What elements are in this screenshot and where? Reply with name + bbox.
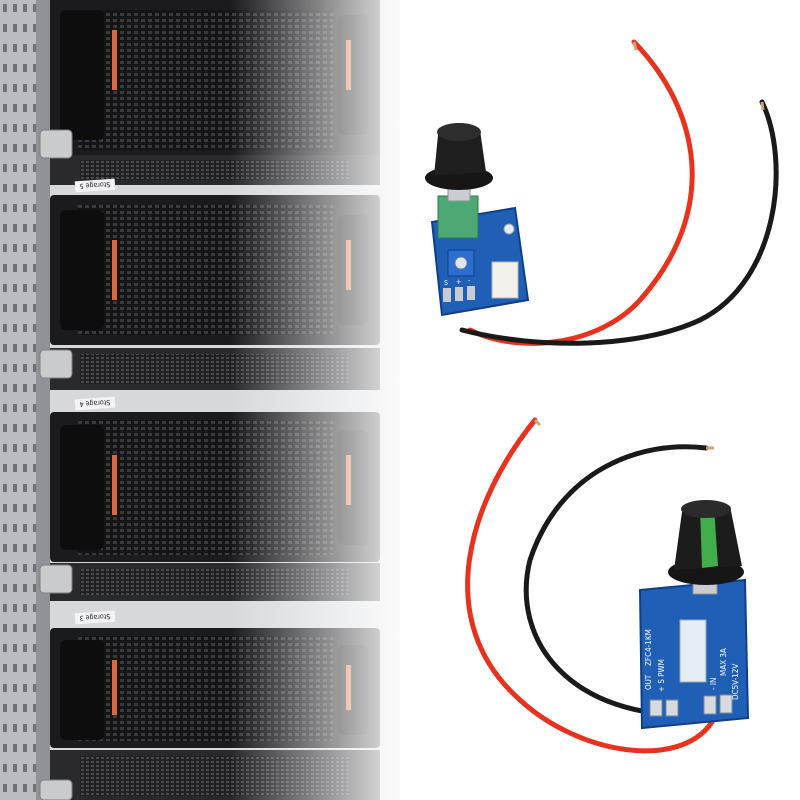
rack-label-text: Storage 3 bbox=[79, 612, 110, 622]
handle-accent bbox=[112, 30, 117, 90]
pin-mark: - bbox=[468, 277, 470, 285]
rack-label: Storage 4 bbox=[74, 396, 116, 411]
wire-tip bbox=[533, 418, 542, 427]
red-wire bbox=[465, 417, 715, 754]
fan-connector bbox=[491, 261, 519, 299]
solder-pads bbox=[649, 694, 733, 717]
rack-label: Storage 3 bbox=[74, 610, 116, 625]
rack-label: Storage 5 bbox=[74, 178, 116, 193]
rack-label-text: Storage 5 bbox=[79, 180, 110, 190]
wire-tip bbox=[760, 101, 765, 111]
silk-out: OUT bbox=[644, 674, 653, 690]
silkscreen: OUT ZFC4-1KM + S PWM - IN MAX 3A DC5V-12… bbox=[644, 629, 740, 700]
pin-mark: S bbox=[444, 279, 448, 287]
silk-voltage: DC5V-12V bbox=[731, 664, 740, 700]
solder-pins bbox=[443, 286, 475, 302]
silk-in: - IN bbox=[709, 678, 718, 690]
rack-latches bbox=[39, 129, 73, 800]
fan-controller-bottom: OUT ZFC4-1KM + S PWM - IN MAX 3A DC5V-12… bbox=[465, 417, 750, 754]
rack-post bbox=[36, 0, 50, 800]
mount-hole bbox=[503, 223, 515, 235]
rack-rail-left bbox=[0, 0, 36, 800]
silk-model: ZFC4-1KM bbox=[644, 629, 653, 666]
black-wire bbox=[523, 444, 709, 718]
potentiometer-body bbox=[437, 195, 479, 239]
silk-max: MAX 3A bbox=[719, 648, 728, 676]
knob-green-stripe bbox=[700, 507, 718, 568]
server-rack: Storage 5 Storage 4 bbox=[0, 0, 420, 800]
knob-top bbox=[681, 500, 731, 518]
black-wire bbox=[459, 99, 779, 346]
rack-label-text: Storage 4 bbox=[79, 398, 110, 408]
wire-tip bbox=[632, 41, 638, 51]
trim-pot-screw bbox=[454, 256, 468, 270]
knob bbox=[434, 130, 486, 176]
pin-mark: + bbox=[456, 278, 461, 286]
knob-top bbox=[437, 123, 481, 141]
silk-pwm: + S PWM bbox=[657, 659, 666, 692]
pin-marks: S + - bbox=[444, 277, 470, 287]
fan-controller-top: S + - bbox=[425, 39, 779, 346]
pcb-white-component bbox=[679, 619, 707, 683]
rack-fade bbox=[230, 0, 420, 800]
